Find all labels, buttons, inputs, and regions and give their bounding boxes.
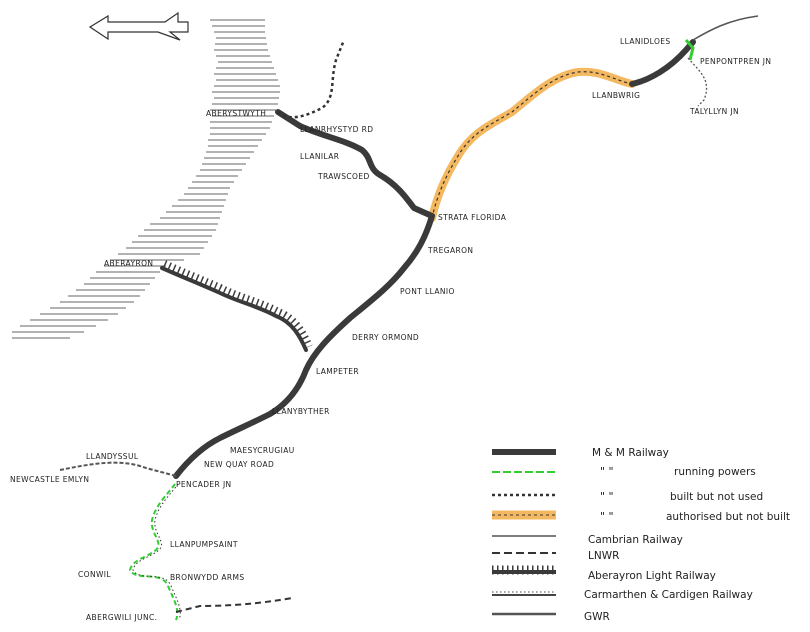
line-gwr-dotted-south — [132, 483, 181, 621]
label-lampeter: LAMPETER — [316, 367, 359, 376]
label-trawscoed: TRAWSCOED — [317, 172, 370, 181]
label-llanrhystyd: LLANRHYSTYD RD — [300, 125, 373, 134]
line-running-powers-south — [128, 483, 179, 621]
label-newcastle: NEWCASTLE EMLYN — [10, 475, 89, 484]
label-talyllyn: TALYLLYN JN — [689, 107, 739, 116]
line-cambrian-talyllyn — [687, 57, 708, 107]
label-llanpumpsaint: LLANPUMPSAINT — [170, 540, 238, 549]
legend-ditto-authorised: " " — [600, 510, 614, 523]
legend-label-cambrian: Cambrian Railway — [588, 534, 683, 546]
north-arrow-icon — [88, 11, 189, 41]
label-derry: DERRY ORMOND — [352, 333, 419, 342]
label-penpontpren: PENPONTPREN JN — [700, 57, 771, 66]
line-aberayron-ticks — [161, 260, 313, 350]
legend: M & M Railway " " running powers " " bui… — [492, 447, 790, 623]
label-conwil: CONWIL — [78, 570, 111, 579]
legend-label-gwr: GWR — [584, 611, 610, 623]
label-llanybyther: LLANYBYTHER — [272, 407, 330, 416]
label-maesycrugiau: MAESYCRUGIAU — [230, 446, 295, 455]
label-abergwili: ABERGWILI JUNC. — [86, 613, 157, 622]
label-llanilar: LLANILAR — [300, 152, 339, 161]
legend-ditto-built-not-used: " " — [600, 490, 614, 503]
label-bronwydd: BRONWYDD ARMS — [170, 573, 245, 582]
label-pencader: PENCADER JN — [176, 480, 232, 489]
label-tregaron: TREGARON — [427, 246, 473, 255]
legend-label-authorised: authorised but not built — [666, 511, 790, 523]
label-pontllanio: PONT LLANIO — [400, 287, 455, 296]
line-aberayron-light — [160, 266, 308, 352]
legend-label-aberayron: Aberayron Light Railway — [588, 570, 716, 582]
line-running-powers-llanidloes — [684, 39, 695, 61]
line-authorised-center — [431, 71, 633, 219]
line-llandyssul-branch — [59, 461, 177, 477]
line-cambrian-east — [692, 15, 759, 41]
legend-ditto-running-powers: " " — [600, 465, 614, 478]
label-llanidloes: LLANIDLOES — [620, 37, 671, 46]
label-newquay: NEW QUAY ROAD — [204, 460, 274, 469]
label-llanbwrig: LLANBWRIG — [592, 91, 640, 100]
legend-label-running-powers: running powers — [674, 466, 756, 478]
label-aberayron: ABERAYRON — [104, 259, 153, 268]
label-aberystwyth: ABERYSTWYTH — [206, 109, 266, 118]
line-abergwili-east — [175, 597, 293, 613]
label-llandyssul: LLANDYSSUL — [86, 452, 139, 461]
legend-label-carmarthen: Carmarthen & Cardigen Railway — [584, 589, 753, 601]
label-strata: STRATA FLORIDA — [438, 213, 507, 222]
legend-label-mm: M & M Railway — [592, 447, 669, 459]
line-built-not-used — [277, 39, 346, 119]
legend-label-lnwr: LNWR — [588, 550, 619, 562]
legend-label-built-not-used: built but not used — [670, 491, 763, 503]
line-mm-main — [173, 109, 435, 479]
sea-hatching — [12, 19, 280, 339]
line-mm-northeast — [629, 39, 696, 87]
